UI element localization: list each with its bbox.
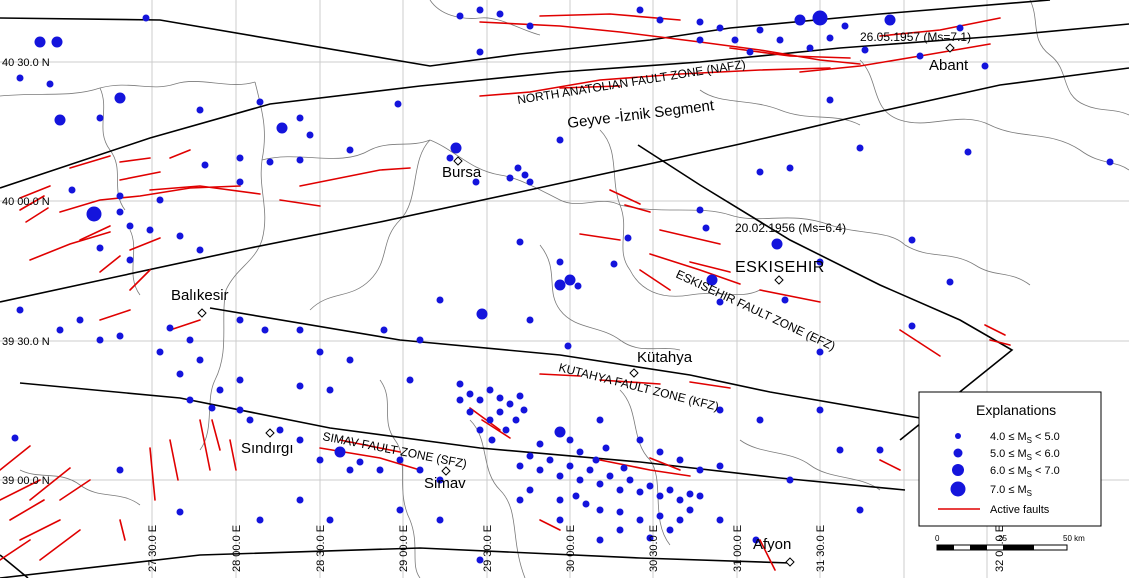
scale-bar: 0 25 50 km (935, 534, 1085, 551)
event-label-1956: 20.02.1956 (Ms=6.4) (735, 221, 846, 235)
city-marker-simav (441, 466, 451, 476)
fault-zone-label-efz: ESKISEHIR FAULT ZONE (EFZ) (674, 267, 838, 353)
legend-box (918, 391, 1102, 527)
legend-medium-dot (953, 448, 963, 458)
city-label-bursa: Bursa (442, 164, 482, 181)
city-marker-eskisehir (774, 275, 784, 285)
fault-zone-label-kfz: KUTAHYA FAULT ZONE (KFZ) (557, 360, 720, 413)
event-label-1957: 26.05.1957 (Ms=7.1) (860, 30, 971, 44)
scale-label-25: 25 (998, 534, 1007, 543)
city-marker-abant (945, 43, 955, 53)
city-label-afyon: Afyon (753, 536, 791, 553)
lon-label-2930: 29 30.0 E (482, 525, 494, 572)
legend-large-dot (952, 464, 964, 476)
lat-label-3930: 39 30.0 N (2, 336, 50, 348)
city-marker-afyon (785, 557, 795, 567)
city-label-sindirgi: Sındırgı (241, 440, 294, 457)
legend-item-3: 6.0 ≤ MS < 7.0 (990, 465, 1060, 479)
city-label-simav: Simav (424, 475, 466, 492)
city-marker-balikesir (197, 308, 207, 318)
city-markers (197, 43, 955, 567)
epicenters (11, 6, 1114, 564)
legend-item-2: 5.0 ≤ MS < 6.0 (990, 448, 1060, 462)
city-label-kutahya: Kütahya (637, 349, 693, 366)
lon-label-3030: 30 30.0 E (648, 525, 660, 572)
lon-label-3130: 31 30.0 E (815, 525, 827, 572)
lon-label-2730: 27 30.0 E (147, 525, 159, 572)
city-marker-kutahya (629, 368, 639, 378)
scale-label-50: 50 km (1063, 534, 1085, 543)
city-label-abant: Abant (929, 57, 969, 74)
legend: Explanations 4.0 ≤ MS < 5.0 5.0 ≤ MS < 6… (918, 391, 1102, 527)
legend-xlarge-dot (950, 481, 966, 497)
city-labels: Abant Bursa ESKISEHIR Balıkesir Kütahya … (171, 57, 969, 553)
legend-item-4: 7.0 ≤ MS (990, 484, 1032, 498)
segment-label: Geyve -İznik Segment (566, 96, 715, 132)
legend-item-5: Active faults (990, 504, 1050, 516)
lon-label-2900: 29 00.0 E (398, 525, 410, 572)
legend-small-dot (955, 433, 961, 439)
lat-label-4030: 40 30.0 N (2, 57, 50, 69)
lat-label-3900: 39 00.0 N (2, 475, 50, 487)
lon-label-3000: 30 00.0 E (565, 525, 577, 572)
latitude-labels: 40 30.0 N 40 00.0 N 39 30.0 N 39 00.0 N (2, 57, 50, 487)
lon-label-2830: 28 30.0 E (315, 525, 327, 572)
legend-title: Explanations (976, 402, 1056, 418)
legend-item-1: 4.0 ≤ MS < 5.0 (990, 431, 1060, 445)
scale-label-0: 0 (935, 534, 940, 543)
longitude-labels: 27 30.0 E 28 00.0 E 28 30.0 E 29 00.0 E … (147, 525, 1006, 572)
lon-label-3100: 31 00.0 E (732, 525, 744, 572)
lon-label-2800: 28 00.0 E (231, 525, 243, 572)
city-marker-bursa (453, 156, 463, 166)
city-label-eskisehir: ESKISEHIR (735, 259, 825, 276)
feature-labels: Geyve -İznik Segment NORTH ANATOLIAN FAU… (321, 30, 971, 471)
city-marker-sindirgi (265, 428, 275, 438)
city-label-balikesir: Balıkesir (171, 287, 229, 304)
lat-label-4000: 40 00.0 N (2, 196, 50, 208)
